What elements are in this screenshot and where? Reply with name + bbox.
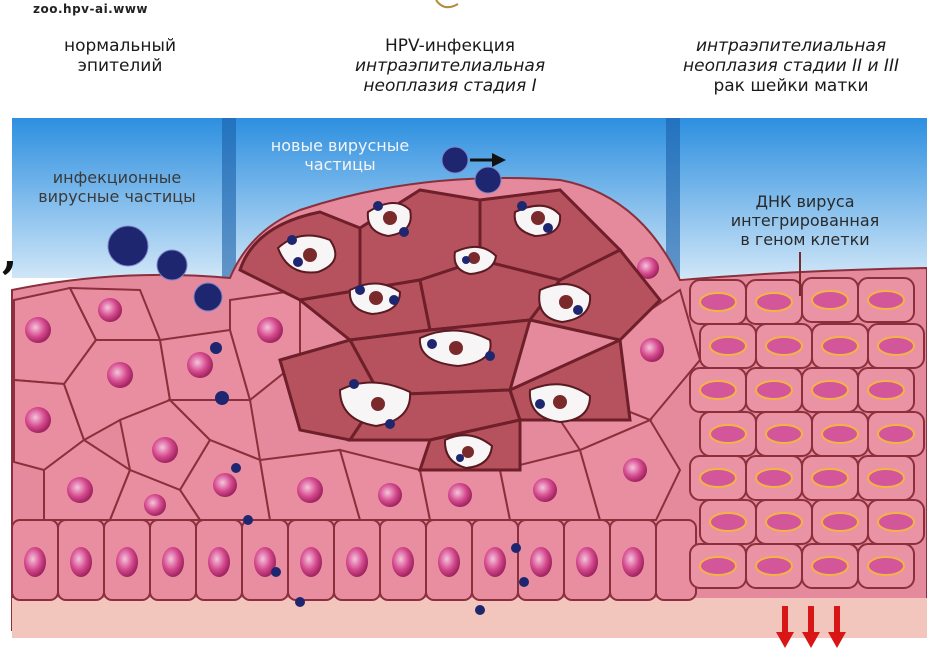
header-hpv-line3: неоплазия стадия I	[300, 76, 600, 96]
label-new-line2: частицы	[240, 155, 440, 174]
watermark-text: zoo.hpv-ai.www	[33, 2, 148, 16]
label-infectious-line2: вирусные частицы	[12, 187, 222, 206]
label-viral-dna: ДНК вируса интегрированная в геном клетк…	[700, 192, 910, 249]
label-dna-line1: ДНК вируса	[700, 192, 910, 211]
header-hpv-stage1: HPV-инфекция интраэпителиальная неоплази…	[300, 36, 600, 96]
label-infectious-line1: инфекционные	[12, 168, 222, 187]
label-infectious-particles: инфекционные вирусные частицы	[12, 168, 222, 206]
label-new-particles: новые вирусные частицы	[240, 136, 440, 174]
header-normal-line2: эпителий	[20, 56, 220, 76]
label-dna-line2: интегрированная	[700, 211, 910, 230]
header-normal-line1: нормальный	[20, 36, 220, 56]
header-stage-line3: рак шейки матки	[655, 76, 927, 96]
header-stage-line1: интраэпителиальная	[655, 36, 927, 56]
divider-left	[222, 118, 236, 278]
header-stage2-3: интраэпителиальная неоплазия стадии II и…	[655, 36, 927, 96]
header-hpv-line1: HPV-инфекция	[300, 36, 600, 56]
divider-right	[666, 118, 680, 278]
header-stage-line2: неоплазия стадии II и III	[655, 56, 927, 76]
label-dna-line3: в геном клетки	[700, 230, 910, 249]
header-normal-epithelium: нормальный эпителий	[20, 36, 220, 76]
label-new-line1: новые вирусные	[240, 136, 440, 155]
comma-glyph: ,	[2, 228, 17, 279]
header-hpv-line2: интраэпителиальная	[300, 56, 600, 76]
invasion-arrows	[776, 606, 846, 648]
